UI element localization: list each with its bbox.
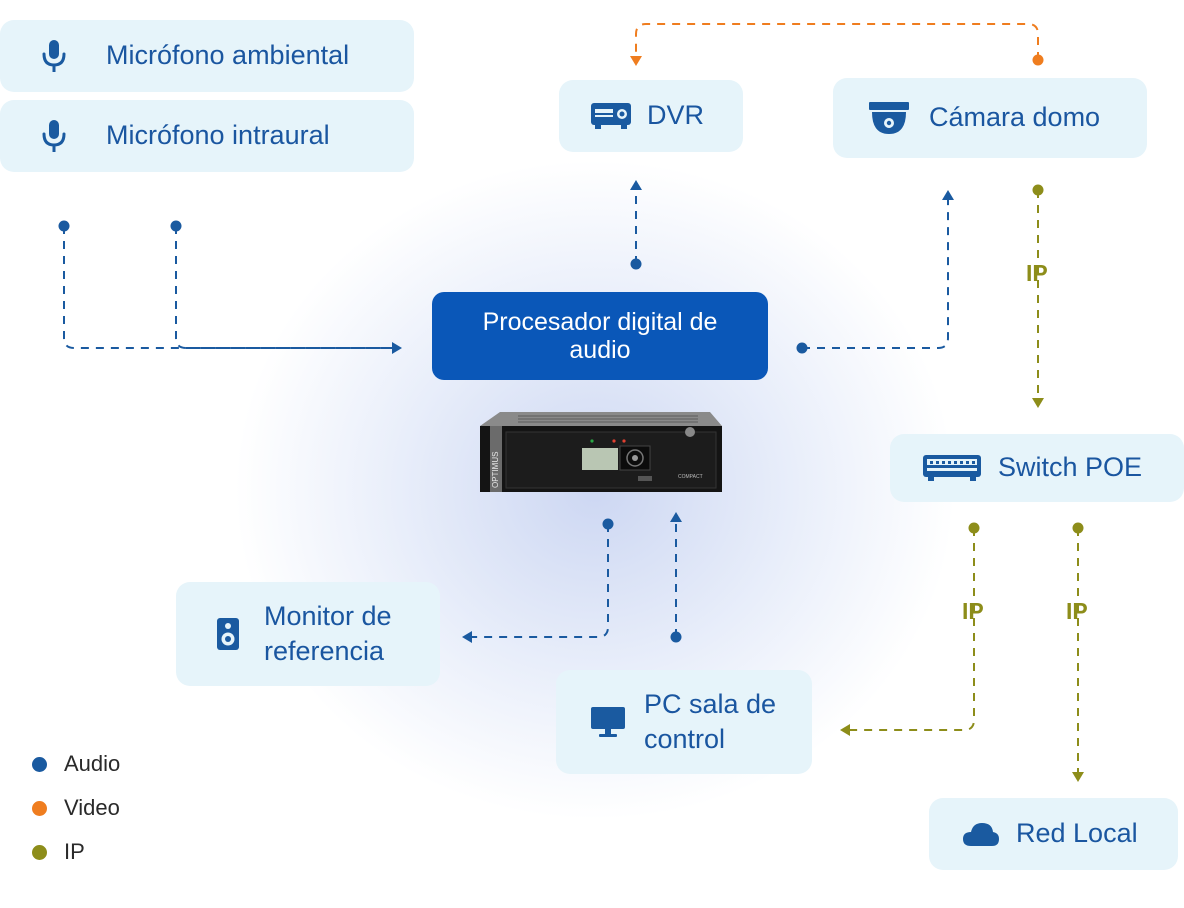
legend-dot — [32, 800, 47, 816]
line-start-dot — [968, 522, 980, 534]
arrowhead — [630, 56, 642, 66]
audio-link-monitor — [472, 524, 609, 638]
ip-label: IP — [1066, 598, 1088, 624]
microphone-icon — [40, 40, 68, 72]
node-monitor: Monitor de referencia — [176, 582, 440, 686]
legend-dot — [32, 756, 47, 772]
node-dvr: DVR — [559, 80, 743, 152]
legend-label: Video — [64, 795, 120, 820]
audio-link-mic-inear — [175, 226, 392, 349]
line-start-dot — [1032, 54, 1044, 66]
monitor-icon — [590, 705, 626, 739]
legend-item-audio: Audio — [32, 751, 120, 777]
node-mic-inear: Micrófono intraural — [0, 100, 414, 172]
legend-item-ip: IP — [32, 839, 85, 865]
arrowhead — [942, 190, 954, 200]
ip-label: IP — [1026, 260, 1048, 286]
speaker-icon — [216, 617, 240, 651]
node-label: Switch POE — [998, 452, 1143, 483]
cloud-icon — [961, 820, 1001, 848]
processor-label: Procesador digital de audio — [482, 308, 718, 364]
node-dome-camera: Cámara domo — [833, 78, 1147, 158]
video-link-camera-dvr — [635, 23, 1039, 60]
node-mic-ambient: Micrófono ambiental — [0, 20, 414, 92]
dome-camera-icon — [867, 100, 911, 136]
microphone-icon — [40, 120, 68, 152]
node-label: Micrófono intraural — [106, 120, 330, 151]
legend-label: IP — [64, 839, 85, 864]
arrowhead — [630, 180, 642, 190]
node-label: Cámara domo — [929, 102, 1101, 133]
line-start-dot — [170, 220, 182, 232]
legend-dot — [32, 844, 47, 860]
line-start-dot — [1072, 522, 1084, 534]
arrowhead — [670, 512, 682, 522]
legend-item-video: Video — [32, 795, 120, 821]
arrowhead — [840, 724, 850, 736]
arrowhead — [1072, 772, 1084, 782]
arrowhead — [462, 631, 472, 643]
node-label: PC sala de control — [644, 688, 777, 754]
node-label: DVR — [647, 100, 705, 131]
node-label: Monitor de referencia — [264, 600, 392, 666]
ip-label: IP — [962, 598, 984, 624]
legend-label: Audio — [64, 751, 121, 776]
arrowhead — [392, 342, 402, 354]
node-label: Micrófono ambiental — [106, 40, 350, 71]
audio-link-mic-ambient — [63, 226, 392, 349]
line-start-dot — [1032, 184, 1044, 196]
node-label: Red Local — [1016, 818, 1138, 849]
device-brand: OPTIMUS — [491, 452, 500, 488]
line-start-dot — [58, 220, 70, 232]
arrowhead — [1032, 398, 1044, 408]
line-start-dot — [796, 342, 808, 354]
dvr-icon — [589, 101, 633, 131]
rack-processor-image: OPTIMUS COMPACT — [478, 412, 724, 499]
line-start-dot — [602, 518, 614, 530]
device-model: COMPACT — [678, 474, 703, 480]
ip-link-switch-pc — [850, 528, 975, 731]
network-switch-icon — [922, 453, 982, 483]
line-start-dot — [630, 258, 642, 270]
node-red-local: Red Local — [929, 798, 1178, 870]
node-processor: Procesador digital de audio — [432, 292, 768, 380]
audio-link-camera — [802, 196, 949, 349]
node-switch-poe: Switch POE — [890, 434, 1184, 502]
line-start-dot — [670, 631, 682, 643]
node-pc: PC sala de control — [556, 670, 812, 774]
